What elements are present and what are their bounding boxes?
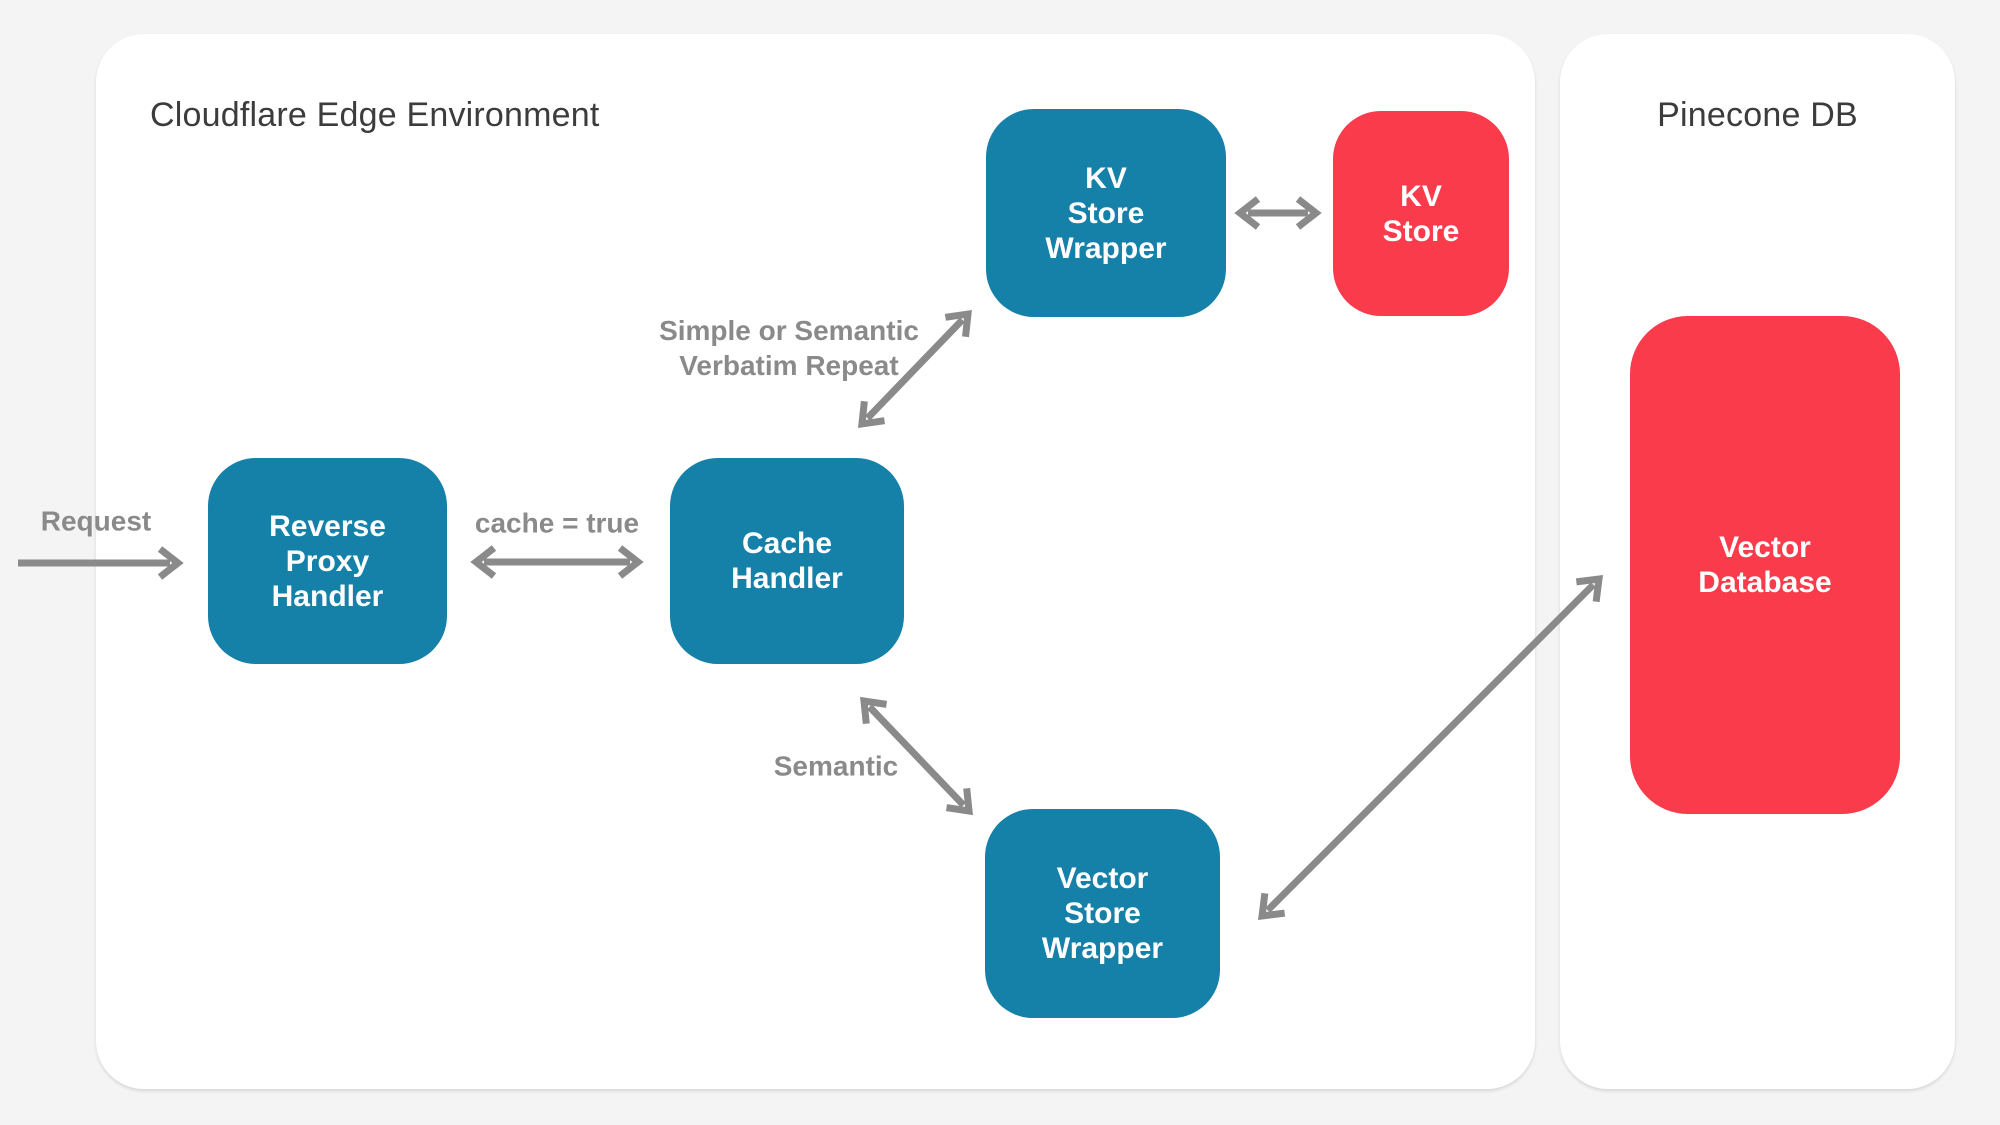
kv-store-label: KV Store — [1382, 179, 1460, 248]
vector-store-wrapper-node: Vector Store Wrapper — [985, 809, 1220, 1018]
reverse-proxy-handler-label: Reverse Proxy Handler — [269, 509, 386, 613]
kv-store-node: KV Store — [1333, 111, 1509, 316]
vector-database-label: Vector Database — [1698, 531, 1832, 599]
vector-database-node: Vector Database — [1630, 316, 1900, 814]
request-edge-label: Request — [40, 505, 152, 537]
semantic-edge-label: Semantic — [773, 750, 899, 782]
pinecone-card-title: Pinecone DB — [1657, 96, 1858, 134]
kv-store-wrapper-node: KV Store Wrapper — [986, 109, 1226, 317]
reverse-proxy-handler-node: Reverse Proxy Handler — [208, 458, 447, 664]
kv-store-wrapper-label: KV Store Wrapper — [1045, 161, 1167, 265]
cache-handler-node: Cache Handler — [670, 458, 904, 664]
cache-handler-label: Cache Handler — [731, 527, 843, 595]
verbatim-repeat-edge-label: Simple or Semantic Verbatim Repeat — [659, 315, 919, 381]
cloudflare-card-title: Cloudflare Edge Environment — [150, 96, 600, 134]
cache-true-edge-label: cache = true — [474, 507, 640, 539]
vector-store-wrapper-label: Vector Store Wrapper — [1041, 862, 1164, 965]
